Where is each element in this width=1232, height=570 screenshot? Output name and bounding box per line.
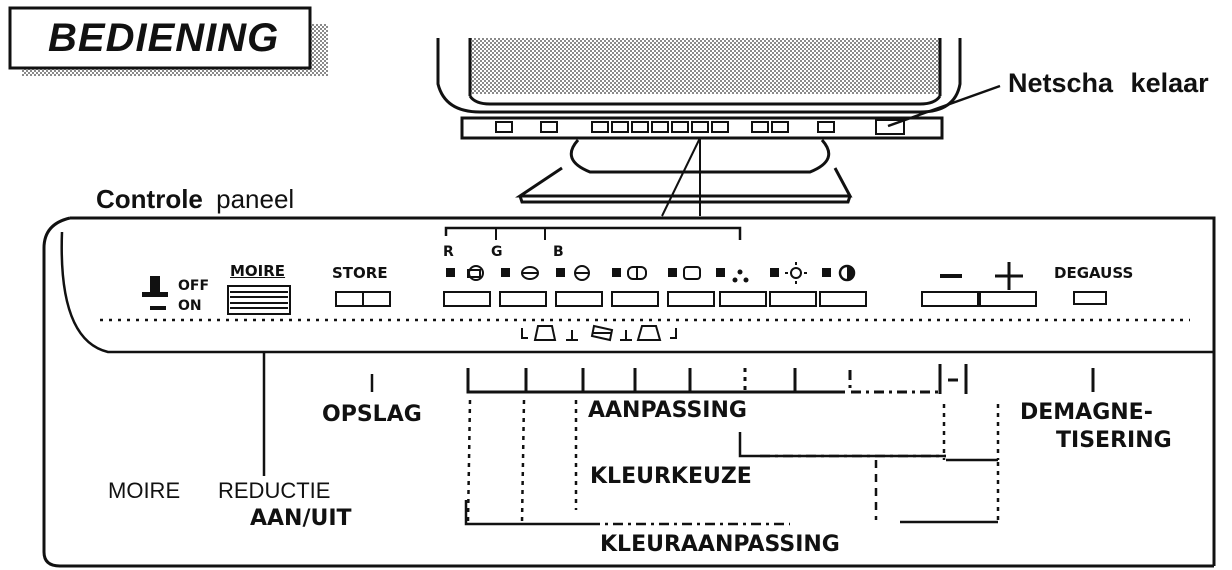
r-label: R bbox=[443, 244, 454, 260]
title-box bbox=[8, 6, 328, 76]
panel-heading-regular: paneel bbox=[216, 184, 295, 214]
moire-label: MOIRE bbox=[230, 262, 286, 280]
control-panel-outline bbox=[42, 216, 1216, 568]
degauss-button bbox=[1073, 291, 1107, 305]
moire-switch bbox=[227, 285, 291, 315]
store-label: STORE bbox=[332, 264, 388, 282]
monitor-front-buttons bbox=[495, 119, 905, 135]
demagnetisering-label-1: DEMAGNE- bbox=[1020, 400, 1153, 425]
panel-controls bbox=[142, 226, 1107, 342]
b-label: B bbox=[553, 244, 564, 260]
moire-reductie-label-1: MOIRE bbox=[108, 478, 181, 503]
adjust-buttons bbox=[443, 291, 867, 307]
power-switch-symbol bbox=[142, 276, 168, 310]
monitor-illustration bbox=[436, 38, 1001, 217]
kleuraanpassing-label: KLEURAANPASSING bbox=[600, 532, 840, 557]
switch-off-label: OFF bbox=[178, 278, 210, 294]
kleurkeuze-label: KLEURKEUZE bbox=[590, 464, 752, 489]
degauss-label: DEGAUSS bbox=[1054, 264, 1134, 282]
store-button bbox=[335, 291, 391, 307]
moire-reductie-label-2: REDUCTIE bbox=[218, 478, 331, 503]
g-label: G bbox=[491, 244, 503, 260]
opslag-label: OPSLAG bbox=[322, 402, 422, 427]
aanpassing-label: AANPASSING bbox=[588, 398, 747, 423]
adjust-button-icons bbox=[446, 262, 856, 284]
geometry-icons bbox=[521, 324, 677, 342]
panel-heading-bold: Controle bbox=[96, 184, 203, 214]
panel-heading: Controle paneel bbox=[96, 186, 294, 212]
page-title: BEDIENING bbox=[48, 16, 280, 60]
minus-plus-buttons bbox=[921, 262, 1037, 307]
power-switch-label: Netscha kelaar bbox=[1008, 68, 1209, 98]
legend-lines bbox=[262, 352, 1095, 526]
demagnetisering-label-2: TISERING bbox=[1056, 428, 1172, 453]
switch-on-label: ON bbox=[178, 298, 202, 314]
aan-uit-label: AAN/UIT bbox=[250, 506, 352, 531]
